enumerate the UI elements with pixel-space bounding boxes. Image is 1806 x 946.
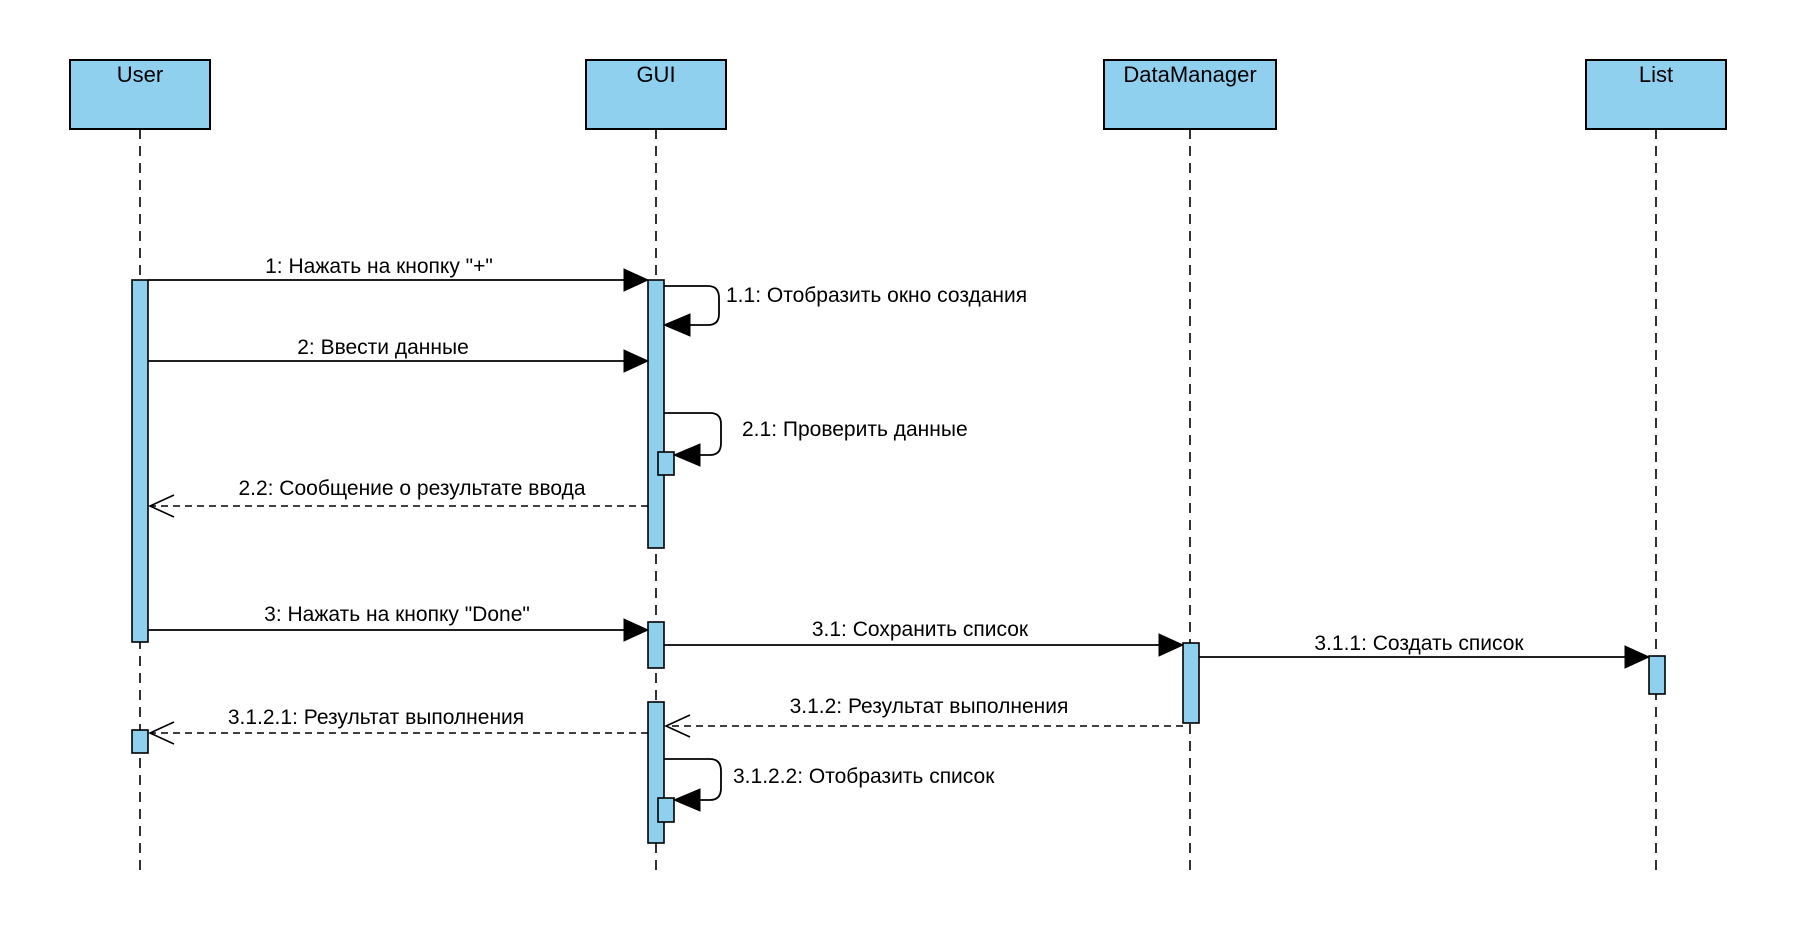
message-2-1[interactable]: 2.1: Проверить данные bbox=[664, 412, 968, 467]
message-1[interactable]: 1: Нажать на кнопку "+" bbox=[148, 255, 650, 292]
message-3-1-1[interactable]: 3.1.1: Создать список bbox=[1199, 632, 1651, 669]
message-3-1-2-1[interactable]: 3.1.2.1: Результат выполнения bbox=[148, 706, 648, 745]
arrowhead bbox=[623, 618, 650, 642]
message-label: 3.1.2: Результат выполнения bbox=[790, 695, 1069, 718]
activation-bar-gui-nested bbox=[657, 451, 675, 476]
participant-gui[interactable]: GUI bbox=[585, 59, 727, 130]
arrowhead bbox=[662, 313, 691, 337]
participant-list[interactable]: List bbox=[1585, 59, 1727, 130]
message-label: 3: Нажать на кнопку "Done" bbox=[264, 603, 530, 626]
message-label: 3.1.2.1: Результат выполнения bbox=[228, 706, 524, 729]
message-label: 1: Нажать на кнопку "+" bbox=[265, 255, 493, 278]
activation-bar-user bbox=[131, 729, 149, 754]
activation-bar-list bbox=[1648, 655, 1666, 695]
arrowhead bbox=[623, 349, 650, 373]
participant-label: DataManager bbox=[1123, 62, 1256, 87]
message-3-1-2[interactable]: 3.1.2: Результат выполнения bbox=[664, 695, 1183, 738]
message-label: 2.1: Проверить данные bbox=[742, 418, 968, 441]
arrowhead bbox=[1624, 645, 1651, 669]
arrowhead bbox=[623, 268, 650, 292]
participant-datamanager[interactable]: DataManager bbox=[1103, 59, 1277, 130]
message-3-1[interactable]: 3.1: Сохранить список bbox=[664, 618, 1185, 657]
message-2-2[interactable]: 2.2: Сообщение о результате ввода bbox=[148, 477, 648, 518]
message-label: 3.1: Сохранить список bbox=[812, 618, 1029, 641]
activation-bar-gui bbox=[647, 621, 665, 669]
participant-label: List bbox=[1639, 62, 1673, 87]
message-label: 3.1.2.2: Отобразить список bbox=[733, 765, 995, 788]
message-3[interactable]: 3: Нажать на кнопку "Done" bbox=[148, 603, 650, 642]
participant-label: User bbox=[117, 62, 163, 87]
arrowhead bbox=[664, 714, 691, 738]
arrowhead bbox=[1158, 633, 1185, 657]
arrowhead bbox=[672, 788, 701, 812]
arrowhead bbox=[148, 494, 175, 518]
activation-bar-user bbox=[131, 279, 149, 643]
message-2[interactable]: 2: Ввести данные bbox=[148, 336, 650, 373]
message-label: 2: Ввести данные bbox=[297, 336, 469, 359]
participant-label: GUI bbox=[636, 62, 675, 87]
message-label: 2.2: Сообщение о результате ввода bbox=[238, 477, 585, 500]
message-label: 1.1: Отобразить окно создания bbox=[726, 284, 1027, 307]
participant-user[interactable]: User bbox=[69, 59, 211, 130]
message-label: 3.1.1: Создать список bbox=[1314, 632, 1524, 655]
activation-bar-datamanager bbox=[1182, 642, 1200, 724]
arrowhead bbox=[148, 721, 175, 745]
activation-bar-gui-nested bbox=[657, 797, 675, 823]
message-3-1-2-2[interactable]: 3.1.2.2: Отобразить список bbox=[664, 758, 995, 812]
activation-bar-gui bbox=[647, 279, 665, 549]
arrowhead bbox=[672, 443, 701, 467]
message-1-1[interactable]: 1.1: Отобразить окно создания bbox=[662, 284, 1027, 337]
